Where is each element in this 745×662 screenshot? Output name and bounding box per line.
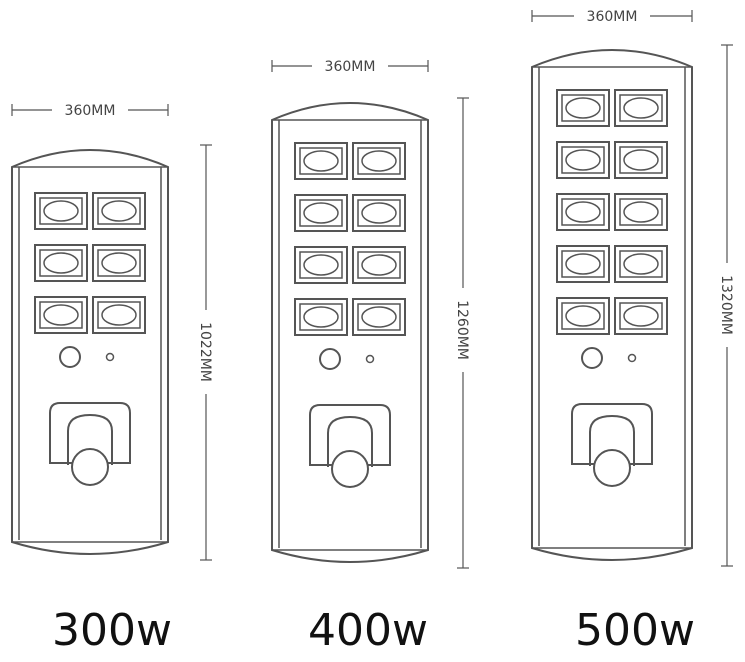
led-lens — [361, 254, 397, 276]
led-lens — [565, 201, 601, 223]
led-module-inner — [299, 251, 343, 279]
width-dimension-label: 360MM — [65, 103, 116, 119]
led-lens — [361, 202, 397, 224]
led-module-inner — [619, 146, 663, 174]
mounting-bracket — [49, 402, 131, 464]
led-lens — [623, 253, 659, 275]
led-module-inner — [357, 147, 401, 175]
indicator-dot — [105, 352, 115, 362]
bracket-arch — [67, 413, 113, 465]
led-module-inner — [299, 199, 343, 227]
led-module-inner — [97, 197, 141, 225]
pole-clamp — [71, 448, 109, 486]
light-300w: 360MM 1022MM — [11, 103, 213, 561]
light-sensor — [59, 346, 81, 368]
bracket-arch — [327, 415, 373, 467]
light-sensor — [319, 348, 341, 370]
led-lens — [623, 305, 659, 327]
led-lens — [43, 252, 79, 274]
led-module-inner — [39, 197, 83, 225]
led-lens — [623, 97, 659, 119]
wattage-label-500w: 500w — [575, 605, 695, 656]
led-module-inner — [619, 94, 663, 122]
mounting-bracket — [571, 403, 653, 465]
led-module-inner — [299, 303, 343, 331]
led-module-inner — [97, 301, 141, 329]
led-lens — [623, 149, 659, 171]
indicator-dot — [627, 353, 637, 363]
led-lens — [101, 200, 137, 222]
width-dimension-label: 360MM — [587, 9, 638, 25]
wattage-label-300w: 300w — [52, 605, 172, 656]
mounting-bracket — [309, 404, 391, 466]
width-dimension-label: 360MM — [325, 59, 376, 75]
height-dimension-label: 1320MM — [718, 275, 734, 335]
led-module-inner — [39, 249, 83, 277]
bracket-arch — [589, 414, 635, 466]
led-module-inner — [357, 303, 401, 331]
led-lens — [303, 150, 339, 172]
led-lens — [361, 150, 397, 172]
pole-clamp — [331, 450, 369, 488]
led-module-inner — [561, 250, 605, 278]
led-module-inner — [299, 147, 343, 175]
led-module-inner — [619, 198, 663, 226]
led-module-inner — [619, 250, 663, 278]
led-lens — [303, 306, 339, 328]
led-module-inner — [97, 249, 141, 277]
led-module-inner — [357, 251, 401, 279]
led-lens — [101, 252, 137, 274]
light-400w: 360MM 1260MM — [271, 59, 470, 569]
led-lens — [565, 97, 601, 119]
led-lens — [565, 253, 601, 275]
light-500w: 360MM 1320MM — [531, 9, 734, 567]
light-sensor — [581, 347, 603, 369]
height-dimension-label: 1260MM — [454, 300, 470, 360]
led-module-inner — [561, 302, 605, 330]
led-lens — [623, 201, 659, 223]
led-module-inner — [619, 302, 663, 330]
led-module-inner — [561, 146, 605, 174]
led-lens — [303, 202, 339, 224]
indicator-dot — [365, 354, 375, 364]
led-module-inner — [561, 198, 605, 226]
led-lens — [565, 149, 601, 171]
led-module-inner — [357, 199, 401, 227]
wattage-label-400w: 400w — [308, 605, 428, 656]
led-lens — [361, 306, 397, 328]
led-lens — [565, 305, 601, 327]
height-dimension-label: 1022MM — [197, 322, 213, 382]
led-module-inner — [39, 301, 83, 329]
led-lens — [303, 254, 339, 276]
pole-clamp — [593, 449, 631, 487]
led-lens — [101, 304, 137, 326]
led-lens — [43, 200, 79, 222]
led-module-inner — [561, 94, 605, 122]
led-lens — [43, 304, 79, 326]
